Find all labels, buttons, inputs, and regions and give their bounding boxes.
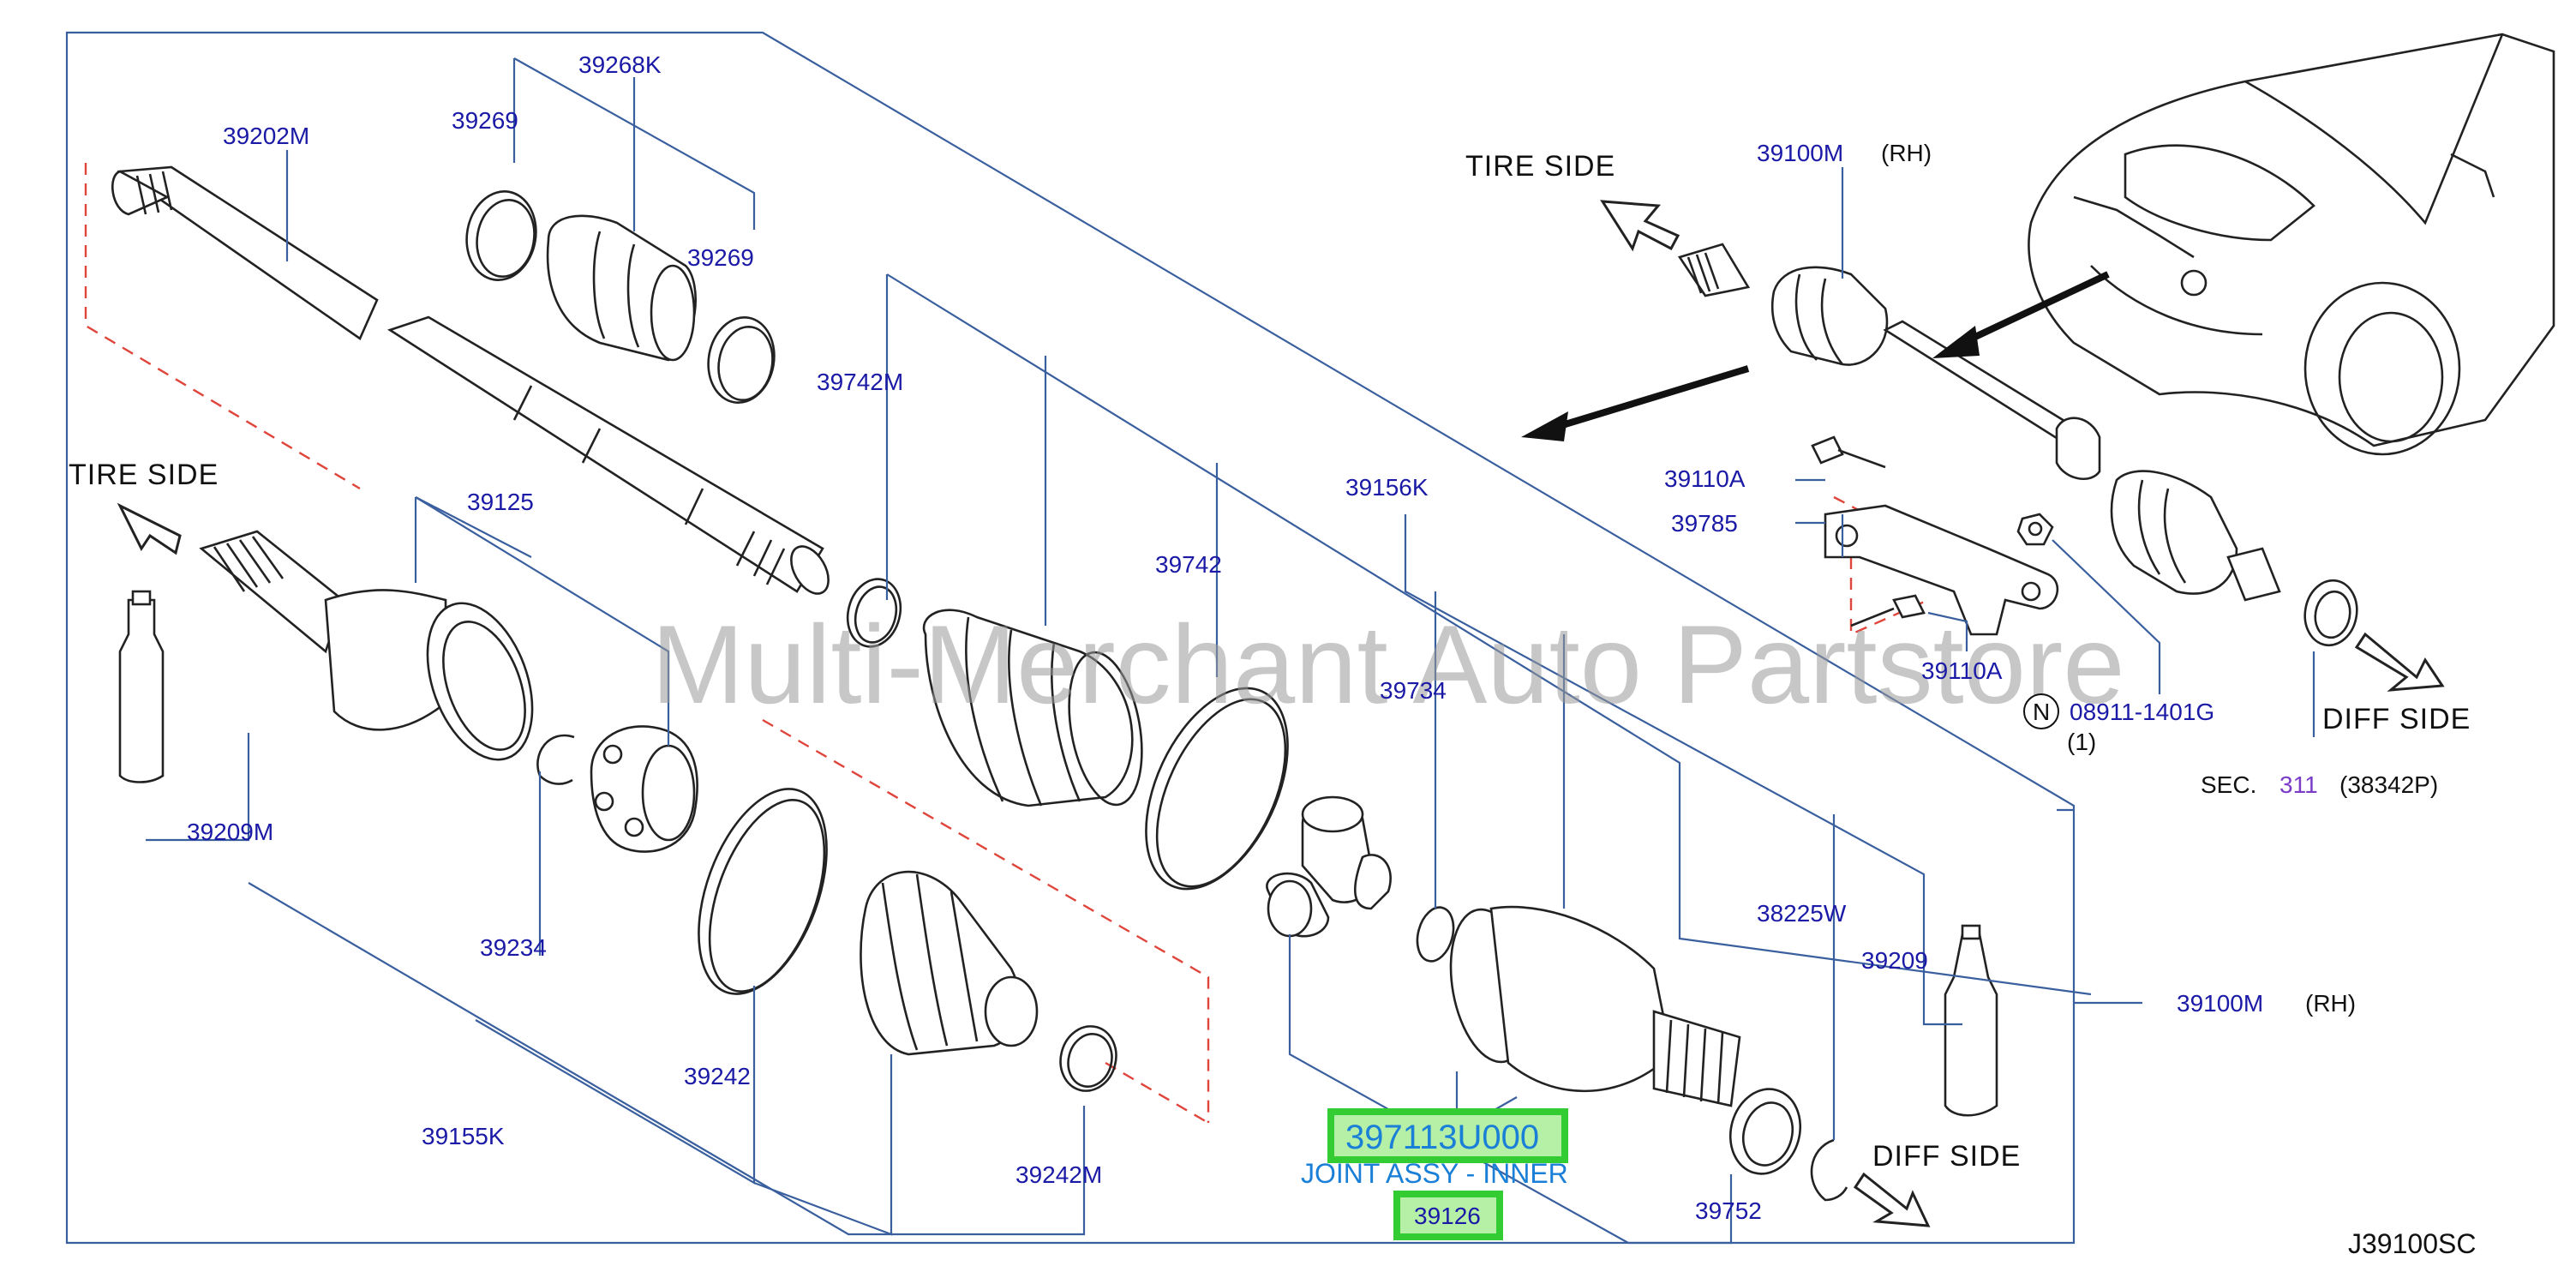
callout-39110a-b[interactable]: 39110A (1921, 657, 2003, 684)
callout-39734[interactable]: 39734 (1380, 677, 1447, 704)
ball-cage-39125[interactable] (590, 725, 698, 853)
arrow-solid-car (1932, 271, 2110, 358)
callout-39209[interactable]: 39209 (1861, 947, 1928, 974)
inner-joint-housing[interactable] (1440, 903, 1741, 1107)
grease-tube-39209[interactable] (1944, 924, 1998, 1117)
callout-39242[interactable]: 39242 (684, 1063, 751, 1089)
callout-39100m-top[interactable]: 39100M (1757, 140, 1843, 166)
dashed-guide-2 (762, 718, 1210, 1123)
callout-39785[interactable]: 39785 (1671, 510, 1738, 537)
leader-lines (146, 57, 2315, 1245)
highlight-part-number[interactable]: 397113U000 (1345, 1119, 1539, 1156)
assembly-frame (65, 31, 2076, 1245)
band-39242m[interactable] (1053, 1020, 1123, 1097)
highlight-ref-box[interactable] (1393, 1191, 1503, 1240)
highlight-ref[interactable]: 39126 (1414, 1203, 1481, 1229)
callout-39100m-bottom[interactable]: 39100M (2177, 990, 2263, 1017)
highlight-part-number-box[interactable] (1327, 1108, 1568, 1163)
boot-39242[interactable] (860, 870, 1039, 1056)
band-39269-a[interactable] (460, 186, 543, 285)
diff-side-label-bottom: DIFF SIDE (1872, 1140, 2021, 1173)
callout-39100m-top-rh: (RH) (1881, 140, 1932, 166)
band-39269-b[interactable] (702, 312, 781, 408)
diff-side-label-right: DIFF SIDE (2322, 703, 2471, 735)
arrow-diff-side-bottom (1853, 1172, 1931, 1227)
dashed-guide-1 (84, 163, 361, 490)
snap-ring-38225w[interactable] (1810, 1138, 1848, 1202)
callout-n-circle (2023, 693, 2059, 729)
seal-39752[interactable] (1721, 1081, 1809, 1181)
grease-tube-39209m[interactable] (118, 590, 165, 783)
callout-39742[interactable]: 39742 (1155, 551, 1222, 578)
callout-39209m[interactable]: 39209M (187, 819, 273, 845)
arrow-solid-main (1521, 365, 1750, 441)
callout-39752[interactable]: 39752 (1695, 1197, 1762, 1224)
callout-39110a-a[interactable]: 39110A (1664, 465, 1746, 492)
arrow-tire-side-right (1600, 200, 1680, 252)
callout-39155k[interactable]: 39155K (422, 1123, 505, 1149)
band-39242[interactable] (674, 771, 852, 1011)
watermark: Multi-Merchant Auto Partstore (651, 602, 2125, 727)
callout-39269-b[interactable]: 39269 (687, 244, 754, 271)
callout-38225w[interactable]: 38225W (1757, 900, 1847, 927)
callout-39202m[interactable]: 39202M (223, 123, 309, 149)
sec-label: SEC. (2201, 771, 2256, 798)
highlight-description: JOINT ASSY - INNER (1301, 1158, 1568, 1189)
shaft-39202m[interactable] (111, 165, 836, 600)
bolt-39110a-b[interactable] (1850, 594, 1926, 627)
band-39742m[interactable] (841, 573, 908, 653)
boot-39268k[interactable] (546, 214, 697, 362)
callout-n-letter: N (2033, 699, 2050, 725)
snap-ring-39734[interactable] (1411, 903, 1459, 965)
arrow-diff-side-right (2354, 632, 2445, 692)
bolt-39110a-a[interactable] (1811, 435, 1886, 469)
diagram-code: J39100SC (2348, 1228, 2476, 1259)
outer-joint-assy[interactable] (199, 530, 552, 774)
callout-39242m[interactable]: 39242M (1015, 1161, 1102, 1188)
complete-shaft-39100m-rh[interactable] (1677, 243, 2281, 602)
callout-39268k[interactable]: 39268K (578, 51, 662, 78)
callout-39125[interactable]: 39125 (467, 489, 534, 515)
band-39742[interactable] (1117, 666, 1317, 911)
tire-side-label-left: TIRE SIDE (69, 459, 219, 491)
callout-39269-a[interactable]: 39269 (452, 107, 518, 134)
vehicle-outline (2028, 33, 2555, 456)
boot-39742[interactable] (922, 609, 1153, 811)
callout-39742m[interactable]: 39742M (817, 369, 903, 395)
callout-39100m-bottom-rh: (RH) (2305, 990, 2356, 1017)
callout-08911-qty: (1) (2067, 729, 2096, 755)
callout-39156k[interactable]: 39156K (1345, 474, 1429, 501)
nut-08911-1401g[interactable] (2016, 513, 2054, 546)
dashed-guide-3 (1105, 1061, 1209, 1125)
sec-number-link[interactable]: 311 (2279, 771, 2318, 798)
callout-08911-1401g[interactable]: 08911-1401G (2070, 699, 2214, 725)
snap-ring-39234[interactable] (536, 734, 575, 785)
tire-side-label-right: TIRE SIDE (1465, 150, 1615, 183)
sec-ref: (38342P) (2339, 771, 2438, 798)
arrow-tire-side-left (117, 502, 182, 555)
seal-sec311[interactable] (2300, 576, 2362, 649)
callout-39234[interactable]: 39234 (480, 934, 547, 961)
spider-assy-39126[interactable] (1266, 795, 1392, 938)
